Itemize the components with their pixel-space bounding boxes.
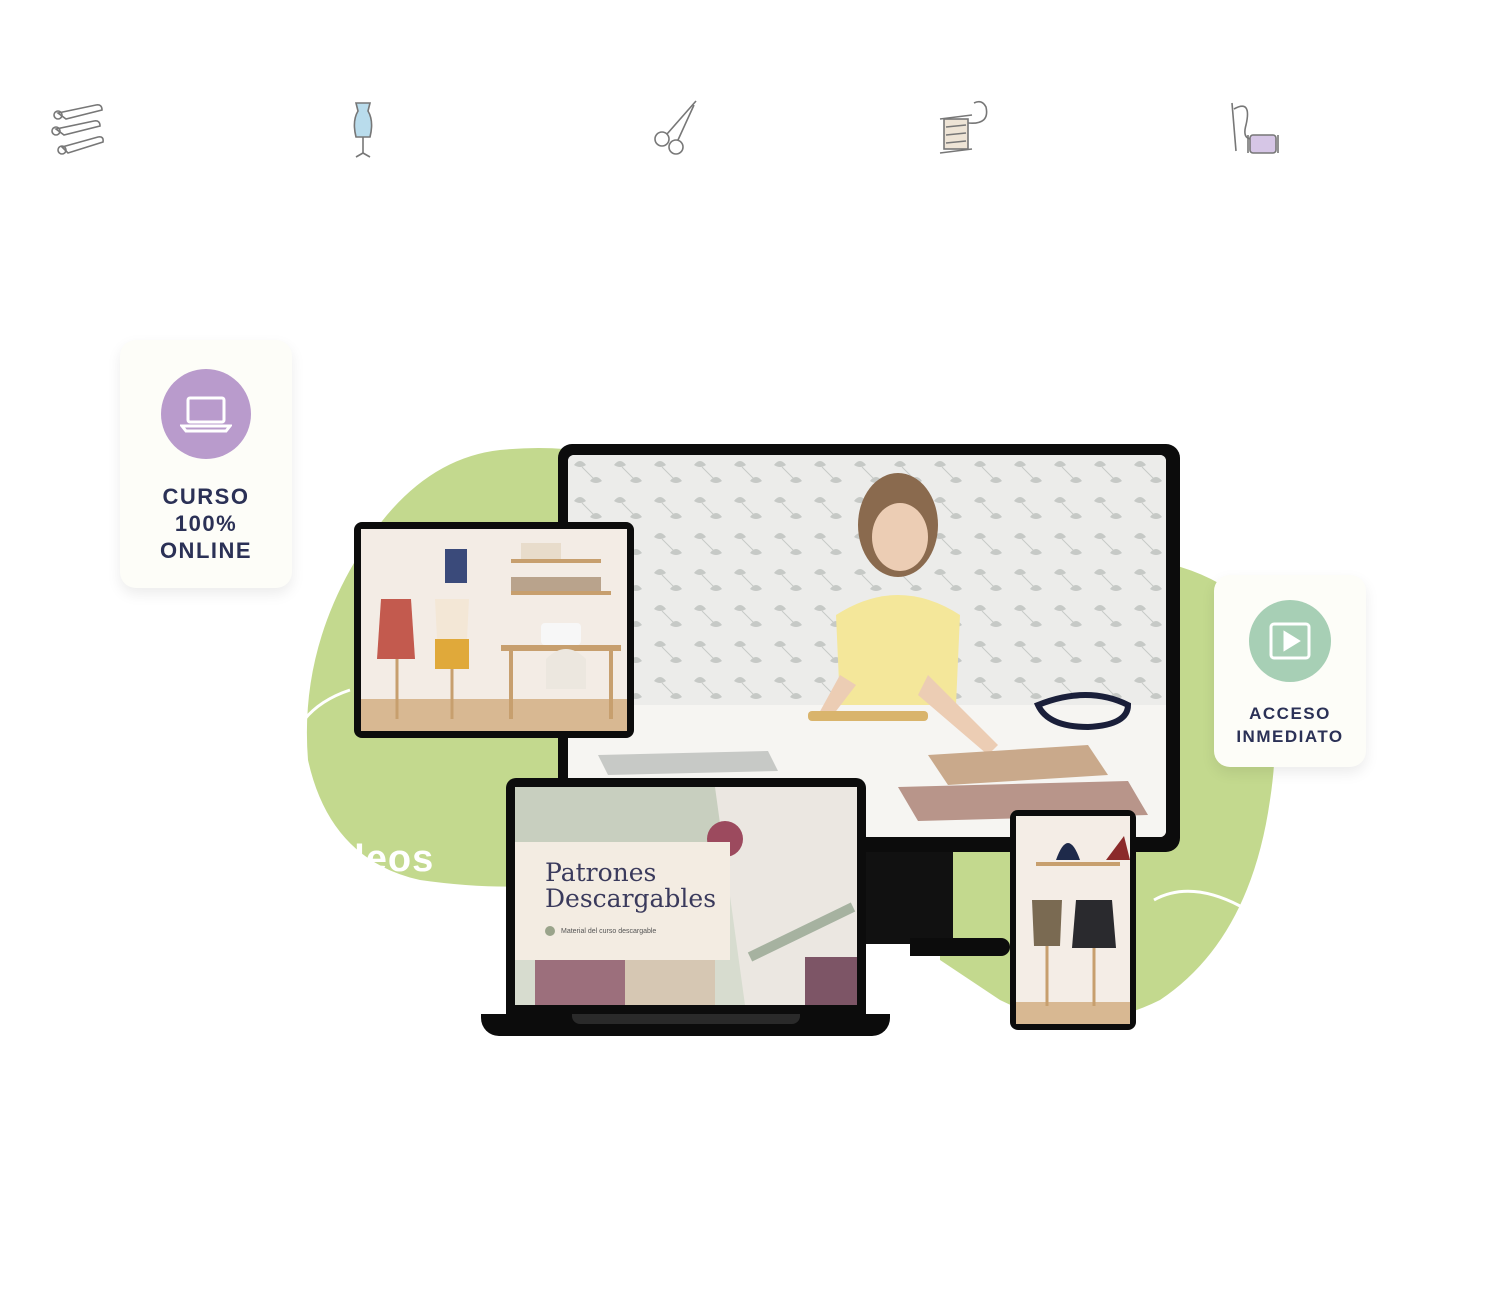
online-course-label: CURSO 100% ONLINE (159, 484, 253, 563)
videos-label: ideos (330, 838, 435, 880)
laptop-screen-slide[interactable]: Patrones Descargables Material del curso… (515, 787, 857, 1005)
needle-thread-icon (1222, 95, 1292, 161)
slide-title: Patrones Descargables (545, 858, 717, 913)
dress-form-icon (328, 95, 398, 161)
monitor-screen-video[interactable] (568, 455, 1166, 837)
immediate-access-label: ACCESO INMEDIATO (1236, 704, 1344, 746)
slide-subtitle-row: Material del curso descargable (545, 926, 730, 936)
decorative-curve (1153, 889, 1241, 908)
slide-title-card: Patrones Descargables Material del curso… (515, 842, 730, 960)
laptop-icon (161, 369, 251, 459)
decorative-icon-row (0, 95, 1500, 165)
monitor-stand (865, 852, 953, 944)
laptop: Patrones Descargables Material del curso… (506, 778, 866, 1014)
monitor-base (910, 938, 1010, 956)
laptop-notch (572, 1014, 800, 1024)
thread-spool-icon (930, 95, 1000, 161)
smartphone (1010, 810, 1136, 1030)
safety-pins-icon (48, 95, 118, 161)
decorative-curve (302, 688, 351, 721)
download-icon (545, 926, 555, 936)
immediate-access-badge: ACCESO INMEDIATO (1214, 575, 1366, 767)
tablet-screen-photo[interactable] (361, 529, 627, 731)
online-course-badge: CURSO 100% ONLINE (120, 340, 292, 588)
tablet (354, 522, 634, 738)
play-icon (1249, 600, 1331, 682)
slide-subtitle: Material del curso descargable (561, 927, 657, 935)
phone-screen-photo[interactable] (1016, 816, 1130, 1024)
scissors-icon (640, 95, 710, 161)
